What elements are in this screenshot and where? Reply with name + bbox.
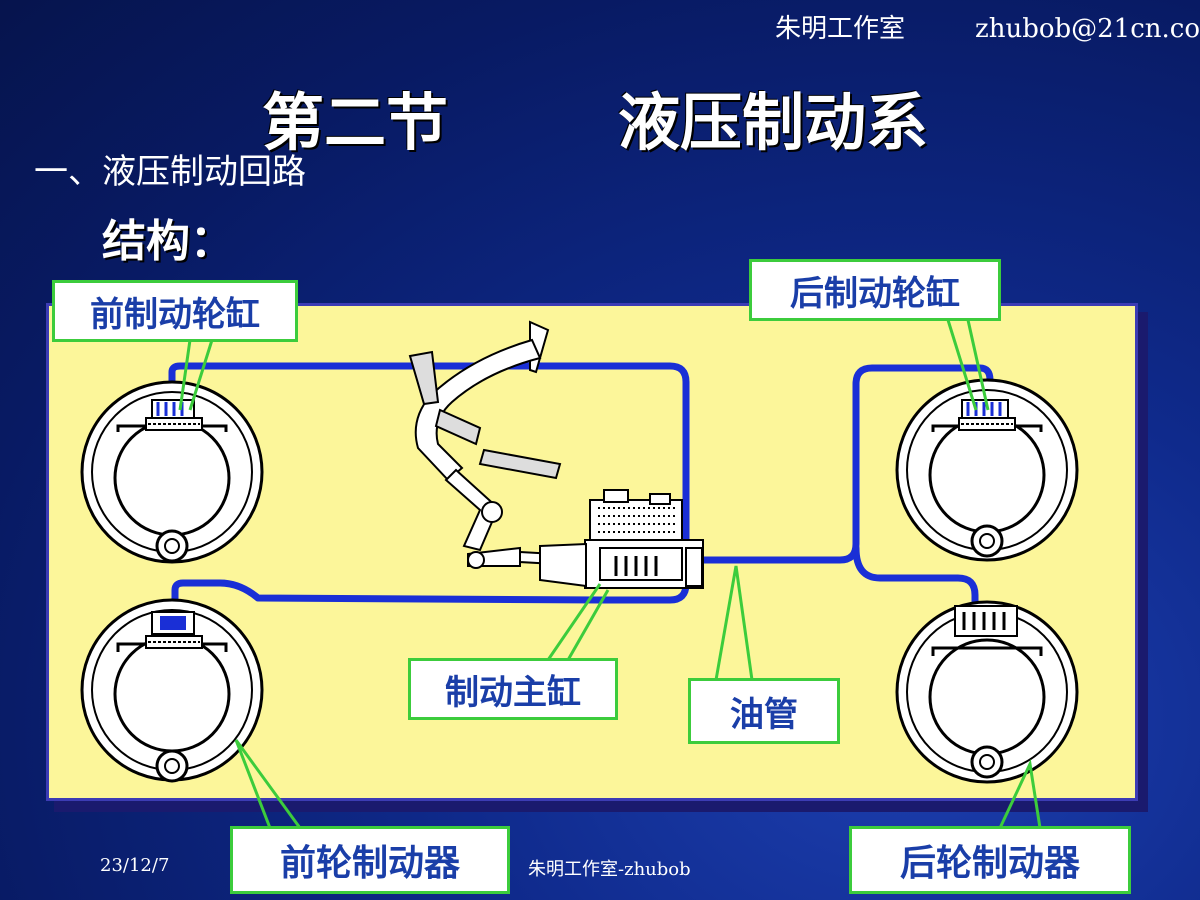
callout-oil-pipe: 油管 bbox=[688, 678, 840, 744]
author-email: zhubob@21cn.co bbox=[975, 14, 1200, 44]
callout-pointers bbox=[178, 319, 1042, 829]
callout-rear-brake: 后轮制动器 bbox=[849, 826, 1131, 894]
footer-date: 23/12/7 bbox=[100, 855, 170, 876]
studio-name: 朱明工作室 bbox=[775, 14, 906, 44]
pointer-rear-brake bbox=[998, 758, 1042, 829]
master-cylinder bbox=[539, 489, 704, 589]
callout-master-cylinder: 制动主缸 bbox=[408, 658, 618, 720]
front-lower-brake bbox=[80, 598, 264, 783]
slide-title: 第二节 液压制动系 bbox=[262, 72, 928, 162]
pipe-rear-lower bbox=[852, 544, 979, 610]
brake-pedal bbox=[408, 320, 591, 569]
title-topic: 液压制动系 bbox=[618, 86, 929, 159]
structure-label: 结构： bbox=[102, 216, 234, 267]
pointer-oil-pipe bbox=[714, 565, 754, 681]
callout-rear-wheel-cylinder: 后制动轮缸 bbox=[749, 259, 1001, 321]
title-section: 第二节 bbox=[262, 86, 449, 159]
footer-credit: 朱明工作室-zhubob bbox=[528, 859, 691, 880]
callout-front-brake: 前轮制动器 bbox=[230, 826, 510, 894]
pointer-front-brake bbox=[234, 739, 302, 829]
front-upper-brake bbox=[80, 380, 264, 564]
pipe-main-outlet bbox=[696, 364, 994, 564]
pipe-front-lower bbox=[171, 556, 690, 616]
callout-front-wheel-cylinder: 前制动轮缸 bbox=[52, 280, 298, 342]
header-credit: 朱明工作室 zhubob@21cn.co bbox=[775, 8, 1200, 45]
rear-lower-brake bbox=[895, 600, 1079, 784]
pointer-master-cylinder bbox=[546, 583, 610, 661]
pointer-front-wheel-cylinder bbox=[178, 339, 214, 411]
rear-upper-brake bbox=[895, 378, 1079, 562]
pointer-rear-wheel-cylinder bbox=[946, 319, 990, 411]
section-heading: 一、液压制动回路 bbox=[34, 152, 306, 192]
